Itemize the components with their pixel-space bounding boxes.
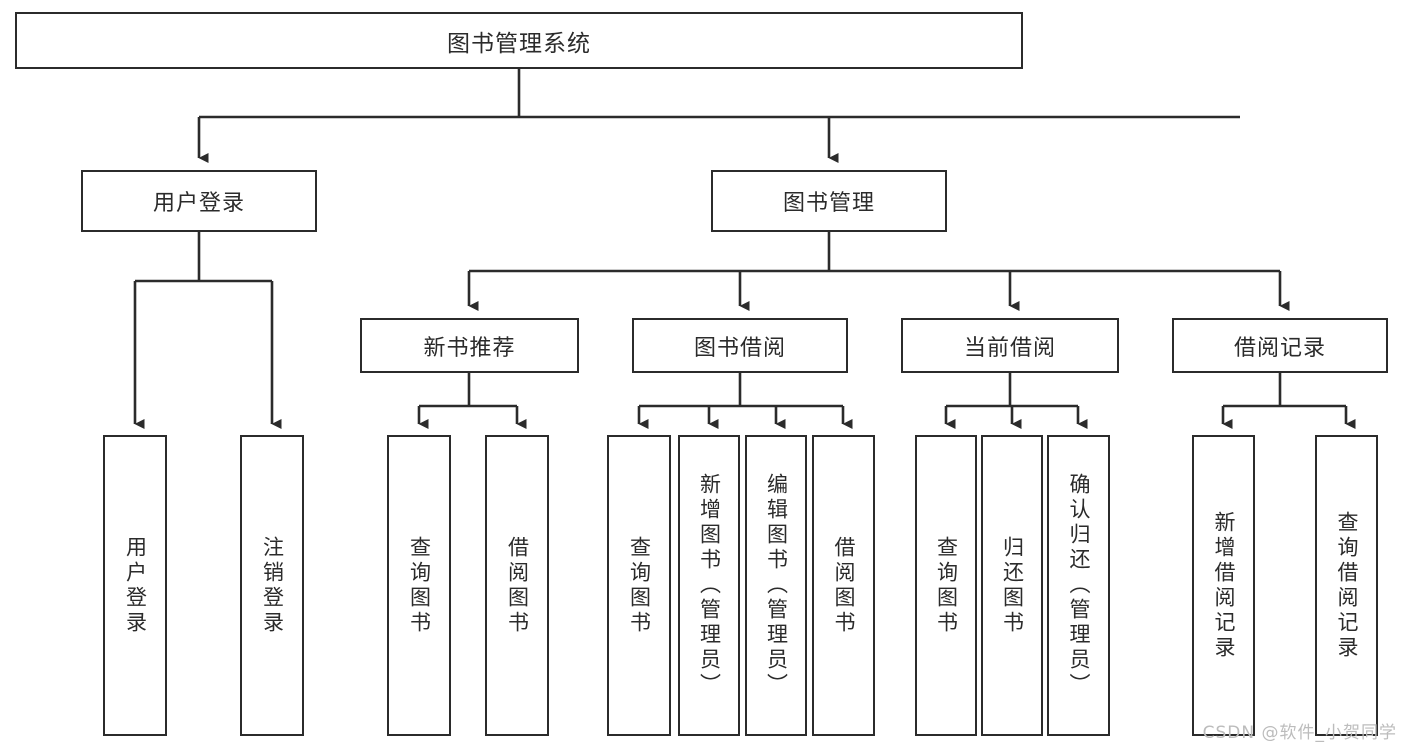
node-borrow-records-label: 借阅记录 xyxy=(1233,335,1326,361)
node-new-book-recommend[interactable]: 新书推荐 xyxy=(360,318,579,373)
leaf-query-book-current[interactable]: 查询图书 xyxy=(915,435,977,736)
node-user-login[interactable]: 用户登录 xyxy=(81,170,317,232)
leaf-label: 查询图书 xyxy=(934,535,959,636)
leaf-query-book-recommend[interactable]: 查询图书 xyxy=(387,435,451,736)
leaf-logout[interactable]: 注销登录 xyxy=(240,435,304,736)
node-current-borrow-label: 当前借阅 xyxy=(963,335,1056,361)
leaf-label: 归还图书 xyxy=(1000,535,1025,636)
leaf-label: 借阅图书 xyxy=(832,535,856,636)
leaf-add-borrow-record[interactable]: 新增借阅记录 xyxy=(1192,435,1255,736)
leaf-label: 新增图书（管理员） xyxy=(697,473,722,698)
node-new-book-recommend-label: 新书推荐 xyxy=(423,335,516,361)
leaf-confirm-return-admin[interactable]: 确认归还（管理员） xyxy=(1047,435,1110,736)
node-root-label: 图书管理系统 xyxy=(447,30,591,57)
node-root[interactable]: 图书管理系统 xyxy=(15,12,1023,69)
node-current-borrow[interactable]: 当前借阅 xyxy=(901,318,1119,373)
node-book-management-label: 图书管理 xyxy=(782,191,875,216)
leaf-label: 注销登录 xyxy=(260,535,285,636)
leaf-borrow-book-recommend[interactable]: 借阅图书 xyxy=(485,435,549,736)
leaf-label: 用户登录 xyxy=(123,535,148,636)
leaf-query-borrow-record[interactable]: 查询借阅记录 xyxy=(1315,435,1378,736)
leaf-label: 查询图书 xyxy=(407,535,432,636)
node-book-borrow-label: 图书借阅 xyxy=(693,335,786,361)
leaf-label: 借阅图书 xyxy=(505,535,530,636)
leaf-label: 编辑图书（管理员） xyxy=(764,473,789,698)
leaf-return-book[interactable]: 归还图书 xyxy=(981,435,1043,736)
leaf-label: 新增借阅记录 xyxy=(1212,510,1236,661)
watermark: CSDN @软件_小贺同学 xyxy=(1202,723,1397,743)
leaf-label: 查询借阅记录 xyxy=(1335,510,1359,661)
leaf-add-book-admin[interactable]: 新增图书（管理员） xyxy=(678,435,740,736)
leaf-edit-book-admin[interactable]: 编辑图书（管理员） xyxy=(745,435,807,736)
leaf-borrow-book[interactable]: 借阅图书 xyxy=(812,435,875,736)
leaf-label: 查询图书 xyxy=(627,535,652,636)
node-user-login-label: 用户登录 xyxy=(152,191,245,216)
node-book-borrow[interactable]: 图书借阅 xyxy=(632,318,848,373)
node-borrow-records[interactable]: 借阅记录 xyxy=(1172,318,1388,373)
node-book-management[interactable]: 图书管理 xyxy=(711,170,947,232)
leaf-query-book[interactable]: 查询图书 xyxy=(607,435,671,736)
leaf-user-login[interactable]: 用户登录 xyxy=(103,435,167,736)
leaf-label: 确认归还（管理员） xyxy=(1067,473,1091,698)
